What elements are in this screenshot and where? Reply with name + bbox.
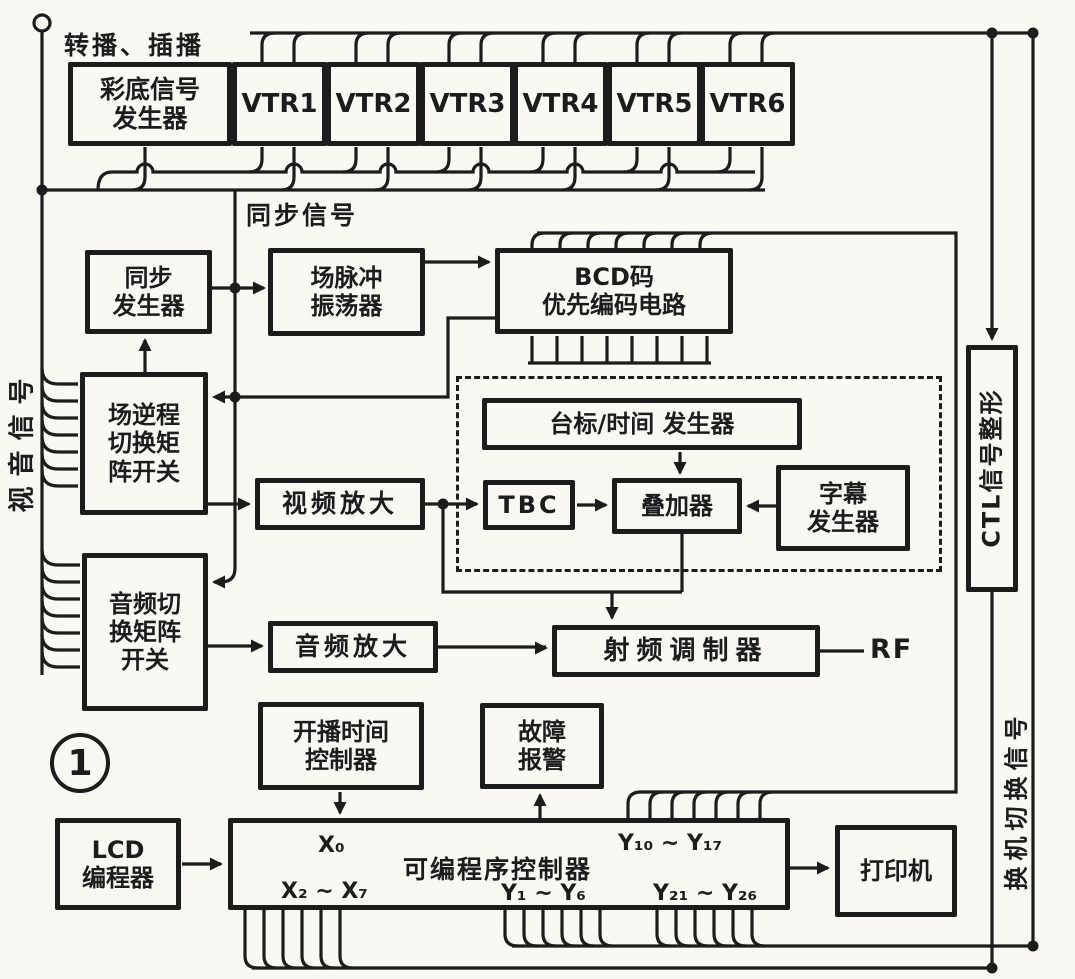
rf-modulator-box: 射频调制器: [552, 625, 820, 677]
vtr4-box: VTR4: [513, 62, 608, 146]
field-pulse-oscillator-box: 场脉冲 振荡器: [268, 248, 425, 336]
audio-matrix-switch-box: 音频切 换矩阵 开关: [82, 553, 208, 711]
rf-output-label: RF: [870, 634, 914, 665]
color-base-signal-generator-box: 彩底信号 发生器: [68, 62, 232, 146]
fault-alarm-box: 故障 报警: [480, 703, 604, 789]
bcd-priority-encoder-box: BCD码 优先编码电路: [495, 248, 733, 334]
plc-y21-26-label: Y₂₁ ~ Y₂₆: [653, 881, 758, 906]
ctl-signal-shaper-text: CTL信号整形: [977, 388, 1006, 549]
machine-switch-signal-text: 换机切换信号: [1002, 710, 1031, 890]
plc-x2-7-label: X₂ ~ X₇: [281, 879, 368, 904]
lcd-programmer-box: LCD 编程器: [55, 818, 181, 910]
sync-signal-label: 同步信号: [246, 201, 359, 230]
plc-y1-6-label: Y₁ ~ Y₆: [501, 881, 586, 906]
tbc-box: TBC: [483, 480, 575, 530]
field-retrace-matrix-switch-box: 场逆程 切换矩 阵开关: [80, 372, 208, 515]
logo-time-generator-box: 台标/时间 发生器: [482, 398, 802, 450]
relay-insert-label: 转播、插播: [64, 31, 205, 60]
ctl-signal-shaper-box: CTL信号整形: [966, 345, 1018, 592]
machine-switch-signal-label: 换机切换信号: [994, 650, 1034, 950]
start-time-controller-box: 开播时间 控制器: [258, 702, 424, 790]
figure-number-badge: 1: [50, 733, 110, 793]
vtr3-box: VTR3: [420, 62, 515, 146]
video-audio-signal-label: 视音信号: [0, 315, 40, 565]
superimposer-box: 叠加器: [612, 478, 742, 534]
vtr2-box: VTR2: [326, 62, 421, 146]
plc-x0-label: X₀: [318, 833, 345, 858]
vtr6-box: VTR6: [700, 62, 795, 146]
audio-amplifier-box: 音频放大: [268, 621, 438, 673]
vtr1-box: VTR1: [232, 62, 327, 146]
plc-y10-17-label: Y₁₀ ~ Y₁₇: [618, 831, 723, 856]
overlay-dashed-group: [456, 376, 942, 572]
video-amplifier-box: 视频放大: [255, 478, 425, 530]
sync-generator-box: 同步 发生器: [85, 250, 212, 334]
video-audio-signal-text: 视音信号: [7, 367, 38, 513]
vtr5-box: VTR5: [607, 62, 702, 146]
printer-box: 打印机: [835, 825, 957, 917]
subtitle-generator-box: 字幕 发生器: [776, 465, 910, 551]
plc-box: X₀ Y₁₀ ~ Y₁₇ 可编程序控制器 X₂ ~ X₇ Y₁ ~ Y₆ Y₂₁…: [228, 818, 790, 910]
plc-title: 可编程序控制器: [403, 855, 593, 884]
